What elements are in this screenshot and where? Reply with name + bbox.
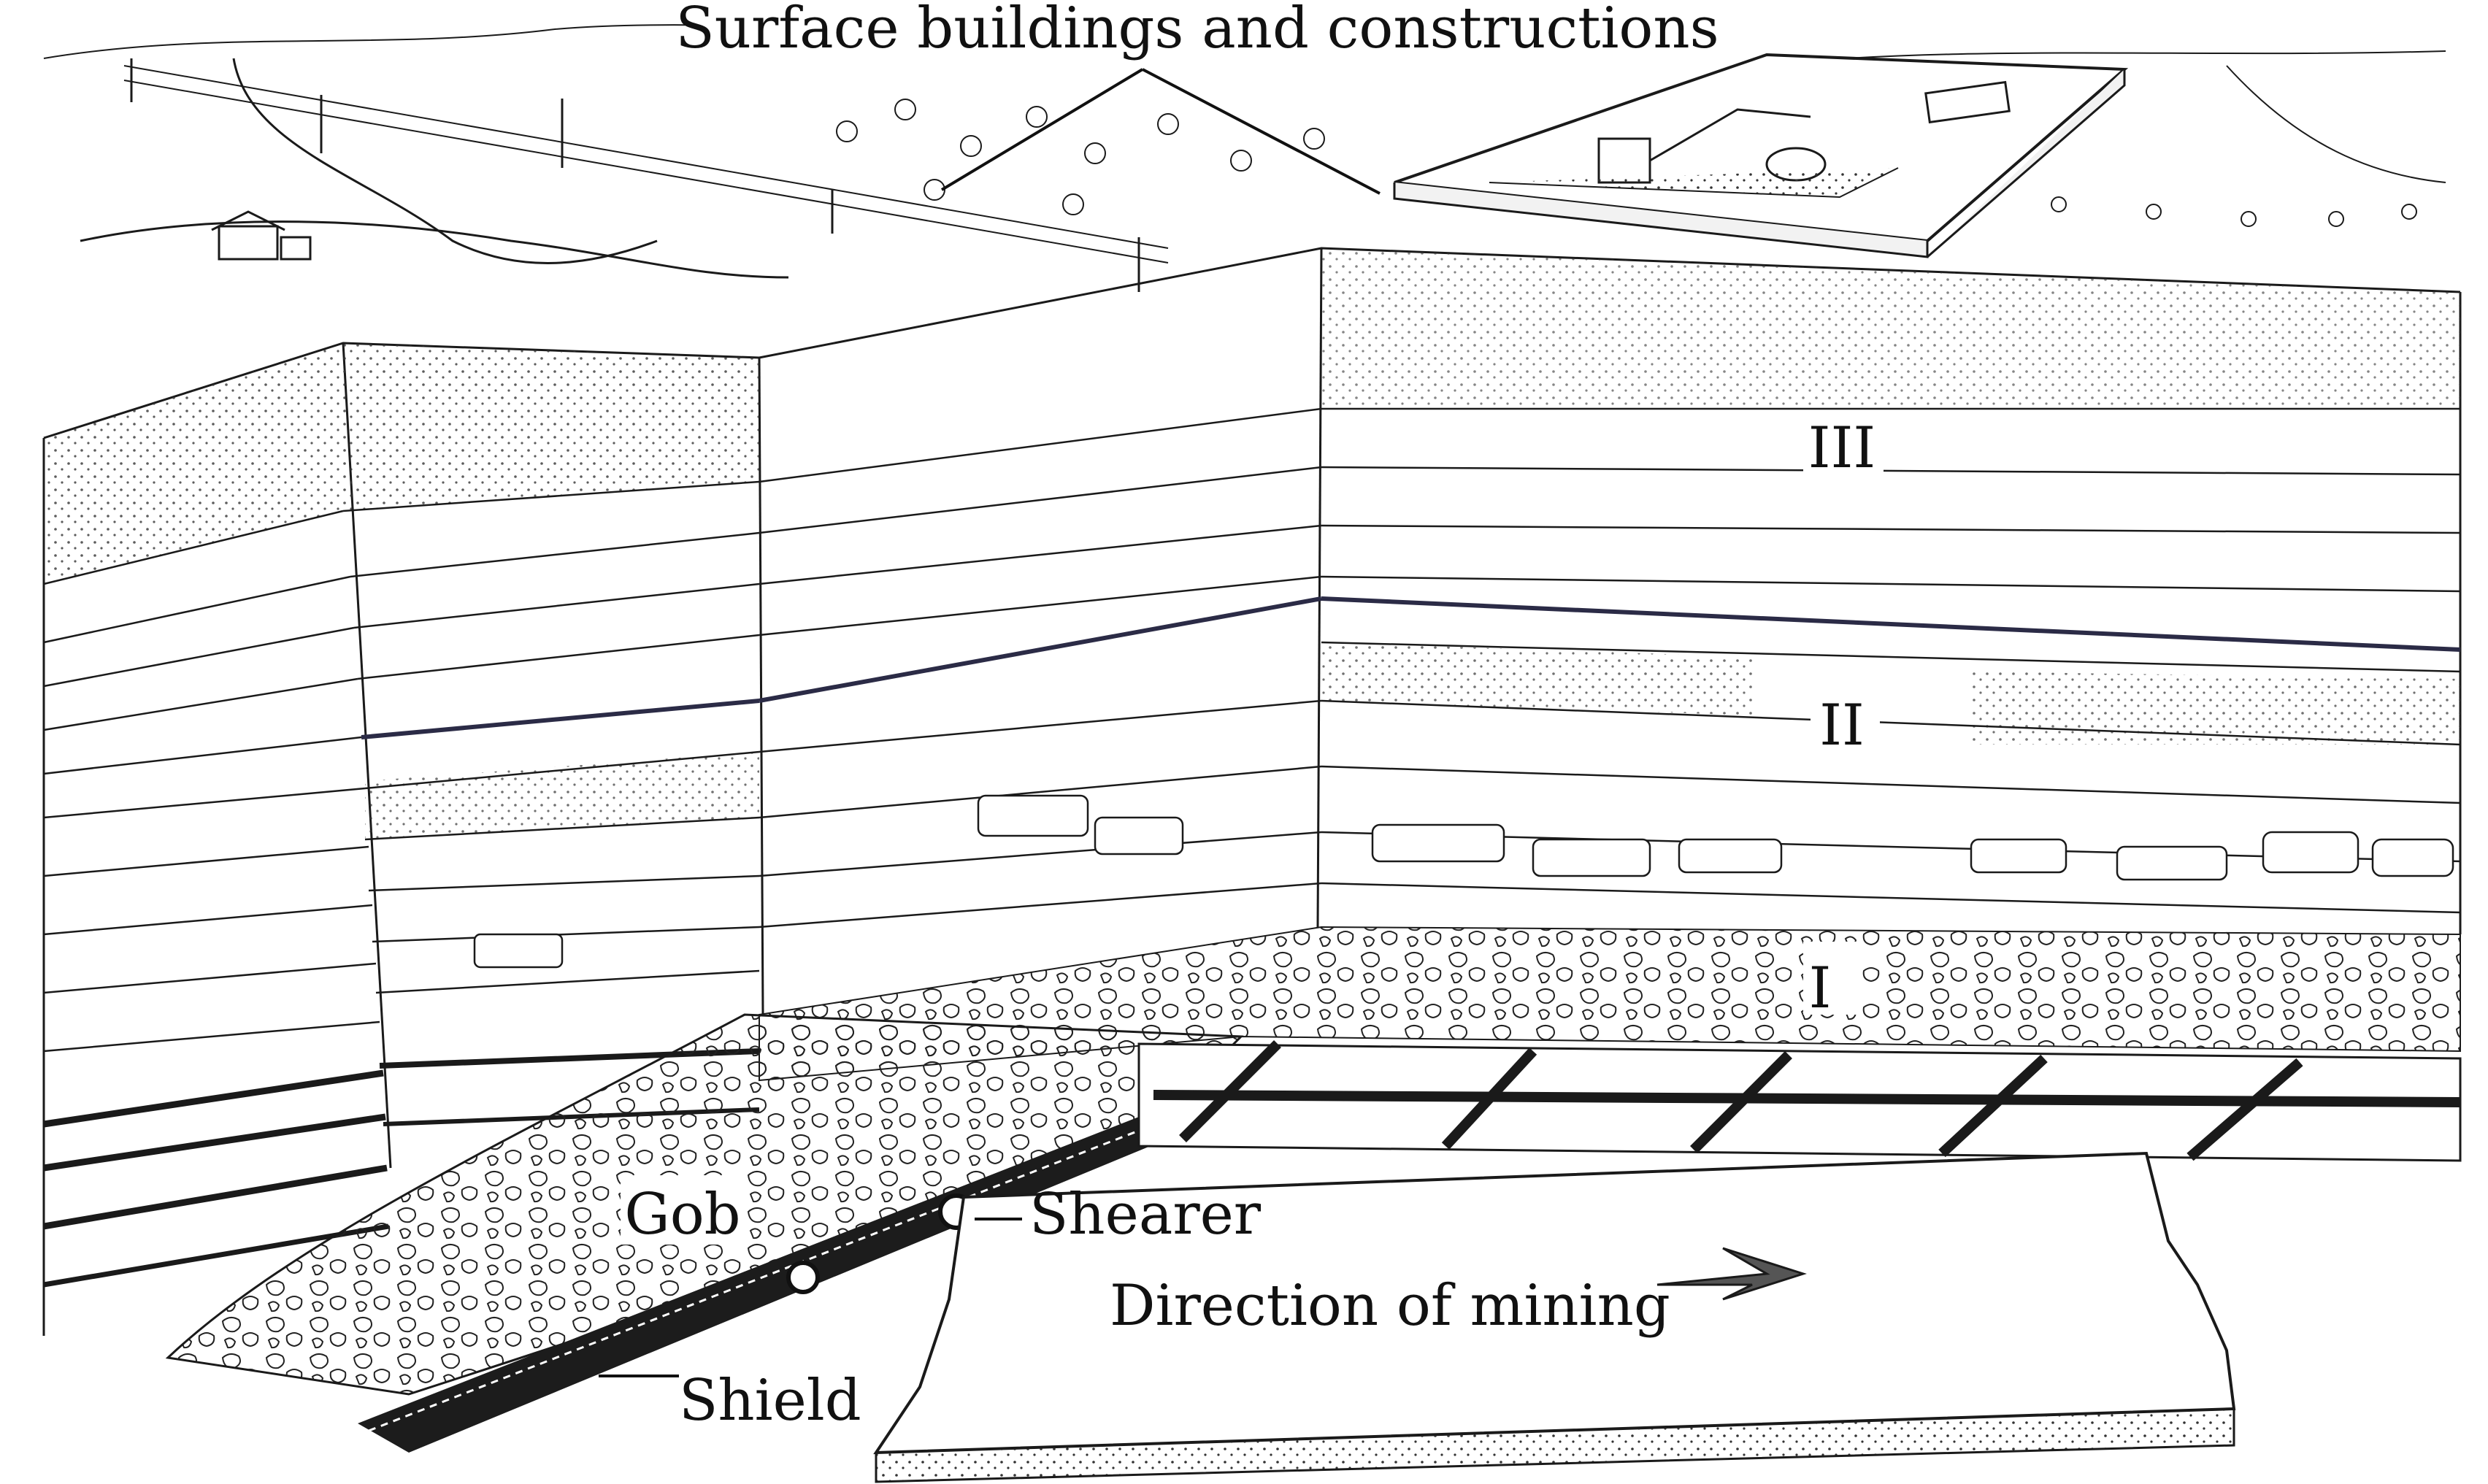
center-face-layers (759, 407, 1322, 929)
surface-title: Surface buildings and constructions (675, 0, 1719, 61)
gob-label: Gob (624, 1182, 740, 1247)
rock-blocks (473, 794, 2454, 969)
left-face-layers (43, 510, 389, 1288)
coal-panel (873, 1040, 2462, 1483)
surface-landscape (43, 24, 2446, 292)
stratum-label-iii: III (1808, 415, 1875, 481)
stratum-label-i: I (1809, 956, 1832, 1021)
labels: Surface buildings and constructions III … (621, 0, 1884, 1434)
stratum-label-ii: II (1819, 693, 1865, 758)
shield-label: Shield (679, 1368, 861, 1434)
farmhouse (211, 210, 312, 261)
shield-roller-icon (786, 1261, 820, 1294)
direction-label: Direction of mining (1110, 1273, 1670, 1339)
walled-compound (1393, 53, 2129, 258)
shearer-label: Shearer (1029, 1182, 1262, 1247)
direction-arrow-icon (1656, 1247, 1807, 1301)
rock-strata-block (42, 247, 2462, 1336)
pointer-lines (599, 68, 1381, 1377)
trees (836, 99, 2417, 227)
middle-face-layers (342, 480, 760, 1126)
